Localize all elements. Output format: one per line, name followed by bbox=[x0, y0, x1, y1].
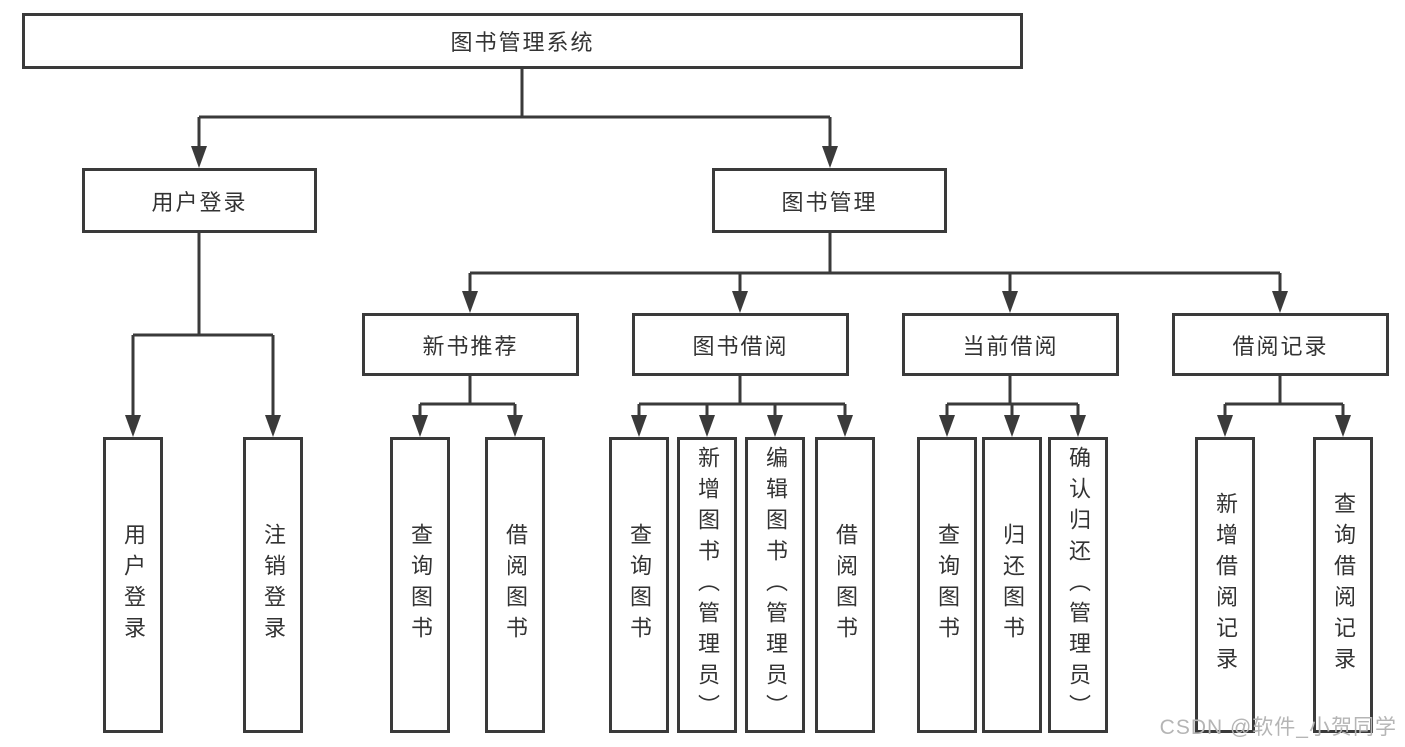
connector-book-mgmt-to-level3 bbox=[468, 233, 1282, 295]
arrow-down-icon bbox=[822, 146, 838, 168]
arrow-down-icon bbox=[767, 415, 783, 437]
arrow-down-icon bbox=[939, 415, 955, 437]
arrow-down-icon bbox=[732, 291, 748, 313]
connector-book-borrow-subtree bbox=[637, 376, 847, 420]
arrow-down-icon bbox=[191, 146, 207, 168]
leaf-borrow-books: 借阅图书 bbox=[815, 437, 875, 733]
node-book-management: 图书管理 bbox=[712, 168, 947, 233]
leaf-borrow-books-recommend: 借阅图书 bbox=[485, 437, 545, 733]
arrow-down-icon bbox=[1002, 291, 1018, 313]
arrow-down-icon bbox=[1272, 291, 1288, 313]
node-library-system-root: 图书管理系统 bbox=[22, 13, 1023, 69]
arrow-down-icon bbox=[837, 415, 853, 437]
csdn-watermark: CSDN @软件_小贺同学 bbox=[1159, 716, 1397, 739]
connector-borrow-records-subtree bbox=[1223, 376, 1345, 420]
connector-user-login-subtree bbox=[131, 233, 275, 420]
arrow-down-icon bbox=[507, 415, 523, 437]
arrowheads bbox=[125, 146, 1351, 437]
node-user-login: 用户登录 bbox=[82, 168, 317, 233]
arrow-down-icon bbox=[462, 291, 478, 313]
leaf-confirm-return-admin: 确认归还（管理员） bbox=[1048, 437, 1108, 733]
arrow-down-icon bbox=[125, 415, 141, 437]
node-current-borrow: 当前借阅 bbox=[902, 313, 1119, 376]
arrow-down-icon bbox=[1004, 415, 1020, 437]
leaf-query-books-borrow: 查询图书 bbox=[609, 437, 669, 733]
leaf-add-borrow-record: 新增借阅记录 bbox=[1195, 437, 1255, 733]
arrow-down-icon bbox=[631, 415, 647, 437]
leaf-query-books-recommend: 查询图书 bbox=[390, 437, 450, 733]
arrow-down-icon bbox=[412, 415, 428, 437]
leaf-add-books-admin: 新增图书（管理员） bbox=[677, 437, 737, 733]
leaf-edit-books-admin: 编辑图书（管理员） bbox=[745, 437, 805, 733]
connector-current-borrow-subtree bbox=[945, 376, 1080, 420]
leaf-query-borrow-record: 查询借阅记录 bbox=[1313, 437, 1373, 733]
arrow-down-icon bbox=[1070, 415, 1086, 437]
node-new-book-recommend: 新书推荐 bbox=[362, 313, 579, 376]
connector-new-book-subtree bbox=[418, 376, 517, 420]
arrow-down-icon bbox=[1217, 415, 1233, 437]
connector-root-to-level2 bbox=[197, 69, 832, 150]
node-borrow-records: 借阅记录 bbox=[1172, 313, 1389, 376]
leaf-query-books-current: 查询图书 bbox=[917, 437, 977, 733]
leaf-user-login: 用户登录 bbox=[103, 437, 163, 733]
leaf-return-books: 归还图书 bbox=[982, 437, 1042, 733]
arrow-down-icon bbox=[699, 415, 715, 437]
node-book-borrow: 图书借阅 bbox=[632, 313, 849, 376]
arrow-down-icon bbox=[265, 415, 281, 437]
arrow-down-icon bbox=[1335, 415, 1351, 437]
leaf-logout: 注销登录 bbox=[243, 437, 303, 733]
